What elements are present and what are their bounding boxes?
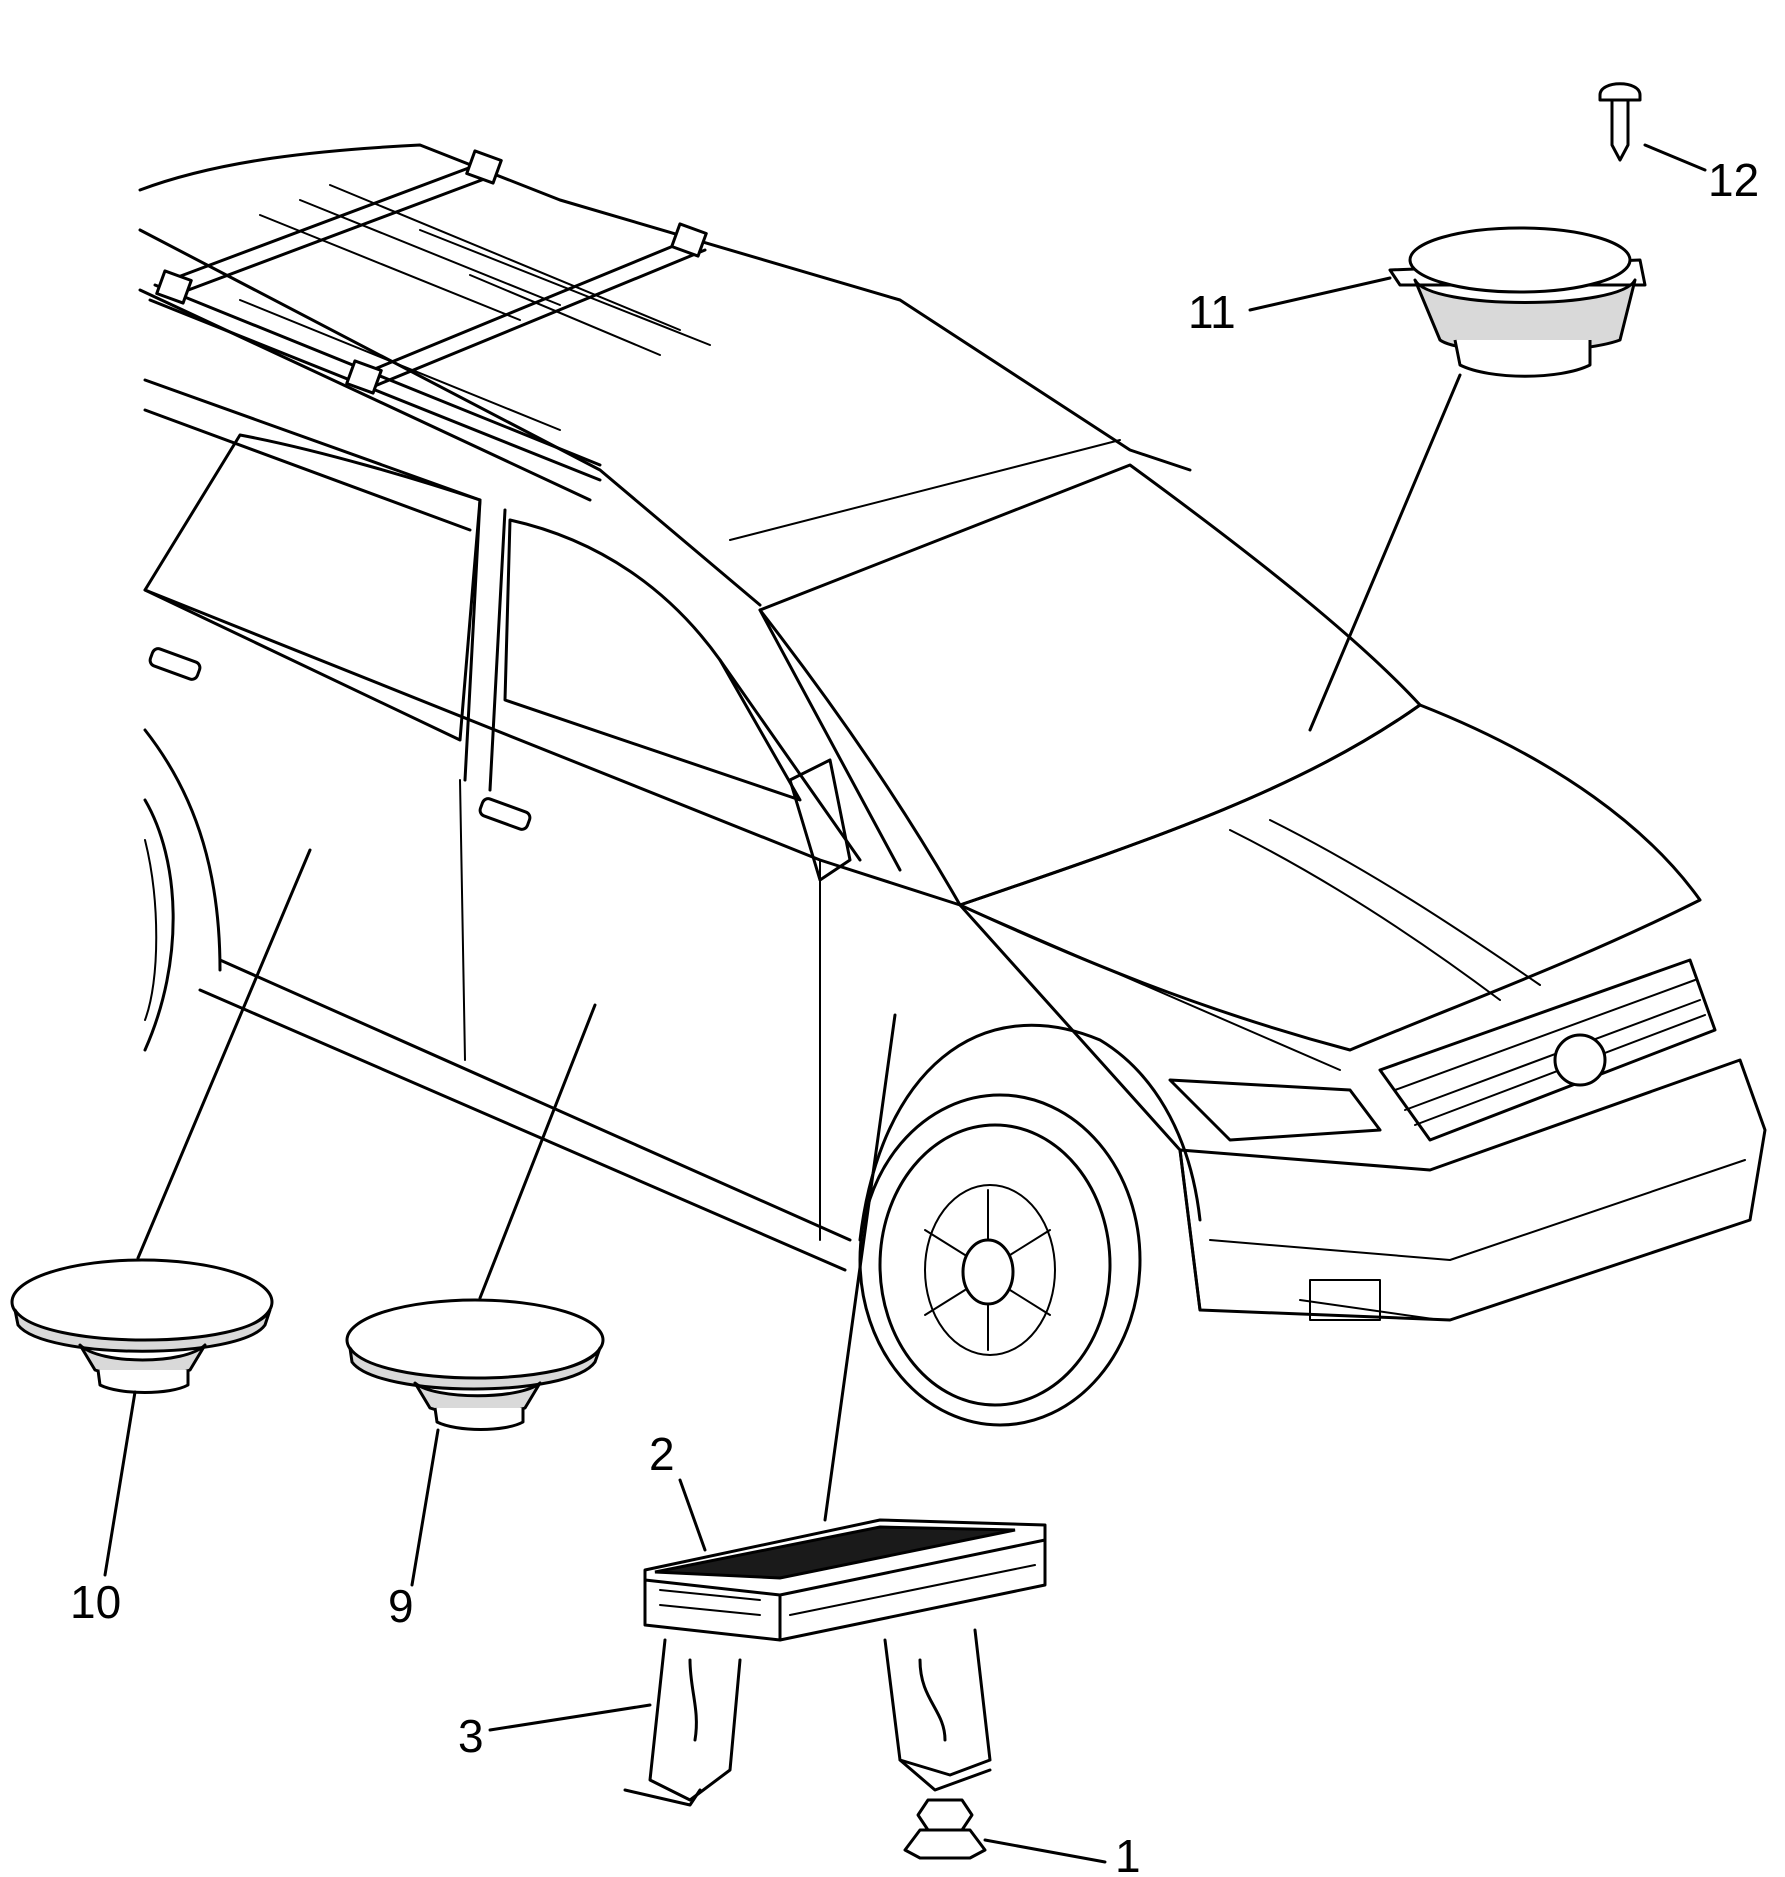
body-side	[143, 588, 1202, 1312]
part-9-speaker	[345, 1298, 605, 1431]
callout-1: 1	[1115, 1830, 1141, 1877]
hood	[958, 703, 1702, 1052]
part-11-speaker	[1388, 226, 1647, 378]
callout-labels: 12 11 2 10 9 3 1	[70, 154, 1759, 1877]
front-door-handle	[478, 797, 532, 831]
callout-3: 3	[458, 1710, 484, 1762]
callout-9: 9	[388, 1580, 414, 1632]
callout-2: 2	[649, 1428, 675, 1480]
part-2-amplifier	[643, 1518, 1047, 1642]
rear-wheel	[143, 798, 175, 1052]
rear-door-handle	[148, 647, 202, 681]
front-grille	[1378, 958, 1717, 1142]
part-3-bracket	[623, 1628, 992, 1807]
headlight	[1168, 1078, 1382, 1142]
front-door-window	[503, 518, 802, 802]
leader-lines	[103, 143, 1707, 1864]
vehicle-illustration	[138, 143, 1767, 1427]
roof-crossbar-front	[358, 233, 702, 377]
side-mirror	[788, 758, 852, 882]
callout-10: 10	[70, 1576, 121, 1628]
part-1-nut	[903, 1798, 987, 1860]
callout-12: 12	[1708, 154, 1759, 206]
roof-crossbar-rear	[168, 158, 492, 282]
part-10-speaker	[10, 1258, 274, 1394]
front-wheel	[858, 1093, 1142, 1427]
front-bumper	[1178, 1058, 1767, 1322]
callout-11: 11	[1188, 286, 1236, 338]
vehicle-roof	[138, 143, 1192, 472]
windshield	[758, 463, 1422, 907]
part-12-push-pin	[1598, 82, 1642, 162]
brand-badge	[1553, 1033, 1607, 1087]
